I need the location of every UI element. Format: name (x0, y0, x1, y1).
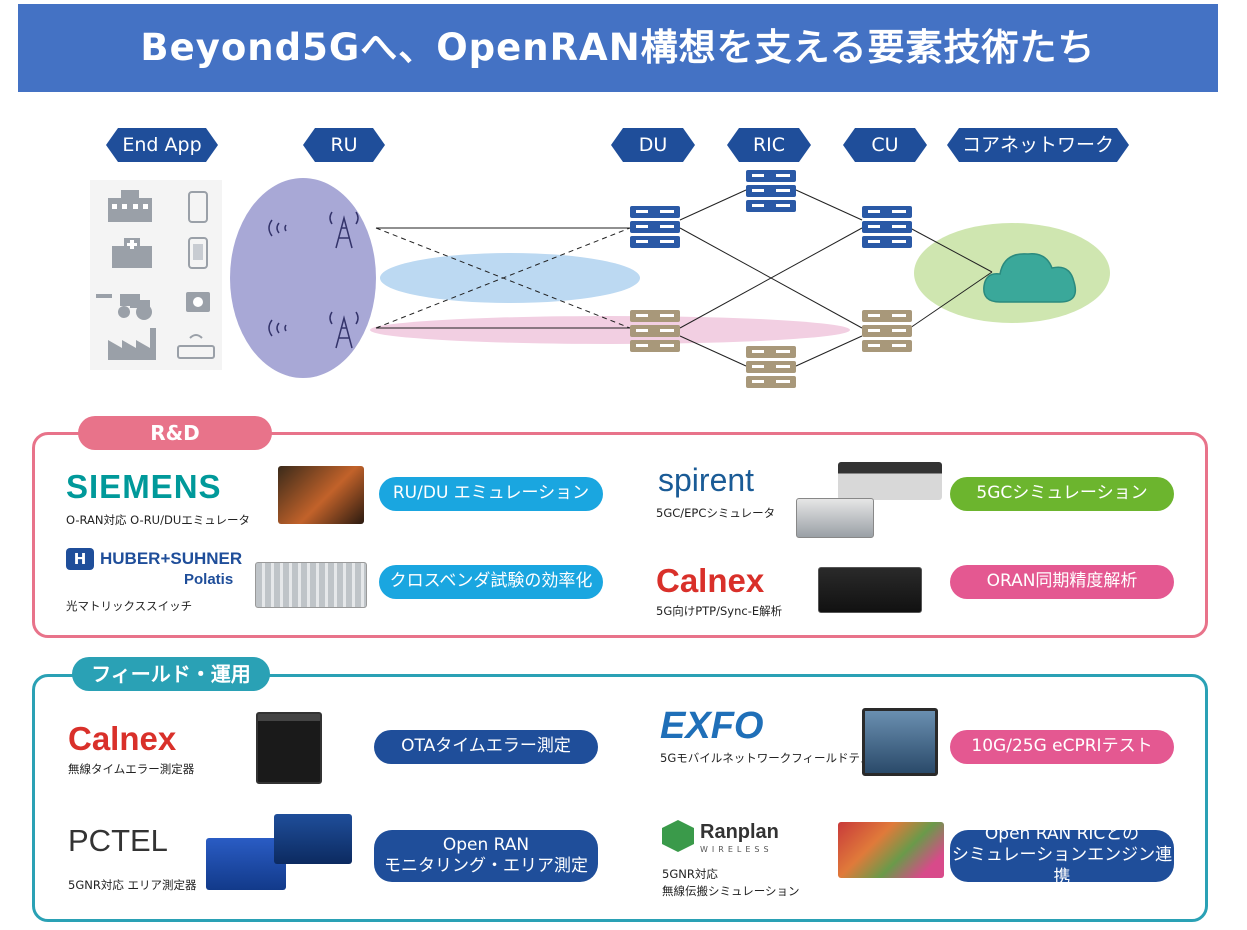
pill-ric-simulation: Open RAN RICとの シミュレーションエンジン連携 (950, 824, 1174, 887)
siemens-logo: SIEMENS (66, 468, 222, 505)
pill-line-2: シミュレーションエンジン連携 (951, 845, 1173, 887)
calnex-logo: Calnex (68, 720, 177, 757)
rd-panel (32, 432, 1208, 638)
server-icon (862, 310, 912, 352)
network-diagram (90, 170, 1110, 388)
huber-suhner-icon: H (66, 548, 94, 570)
field-tag: フィールド・運用 (72, 657, 270, 691)
antenna-icon (329, 211, 359, 249)
header-ric: RIC (727, 128, 811, 162)
smartphone-icon (188, 191, 208, 223)
pill-ru-du-emulation: RU/DU エミュレーション (379, 477, 603, 511)
title-bar: Beyond5Gへ、OpenRAN構想を支える要素技術たち (18, 4, 1218, 92)
rd-tag: R&D (78, 416, 272, 450)
pill-line-2: モニタリング・エリア測定 (384, 856, 588, 876)
siemens-caption: O-RAN対応 O-RU/DUエミュレータ (66, 513, 251, 527)
server-icon (862, 206, 912, 248)
pill-5gc-simulation: 5GCシミュレーション (950, 477, 1174, 511)
camera-icon (186, 292, 210, 312)
exfo-tester-image (862, 708, 938, 776)
optical-switch-image (255, 562, 367, 608)
ru-area (230, 178, 376, 378)
pill-line-1: Open RAN (442, 834, 530, 855)
server-icon (630, 310, 680, 352)
calnex-caption: 5G向けPTP/Sync-E解析 (656, 604, 783, 618)
spirent-device-image (838, 462, 942, 500)
router-icon (177, 334, 215, 359)
exfo-caption: 5Gモバイルネットワークフィールドテスタ (660, 751, 883, 765)
pill-line-1: Open RAN RICとの (984, 824, 1140, 845)
cloud-icon (983, 253, 1077, 303)
header-end-app: End App (106, 128, 218, 162)
pctel-scanner-image (206, 838, 286, 890)
header-du: DU (611, 128, 695, 162)
smartphone-icon (188, 237, 208, 269)
ranplan-logo: Ranplan (700, 821, 779, 843)
spirent-logo: spirent (658, 462, 755, 498)
header-cu: CU (843, 128, 927, 162)
pill-cross-vendor: クロスベンダ試験の効率化 (379, 565, 603, 599)
hospital-icon (112, 238, 152, 268)
pctel-scanner-image-2 (274, 814, 352, 864)
ranplan-simulation-image (838, 822, 944, 878)
polatis-logo: Polatis (184, 571, 234, 588)
pill-ecpri-test: 10G/25G eCPRIテスト (950, 730, 1174, 764)
ranplan-caption-2: 無線伝搬シミュレーション (662, 884, 800, 898)
server-icon (630, 206, 680, 248)
exfo-logo: EXFO (660, 705, 764, 747)
field-panel (32, 674, 1208, 922)
antenna-icon (329, 311, 359, 349)
server-icon (746, 170, 796, 212)
siemens-device-image (278, 466, 364, 524)
drone-tractor-icon (96, 294, 152, 320)
server-icon (746, 346, 796, 388)
factory-icon (108, 328, 156, 360)
ranplan-caption-1: 5GNR対応 (662, 867, 718, 881)
pill-open-ran-monitoring: Open RAN モニタリング・エリア測定 (374, 830, 598, 882)
hospital-icon (108, 190, 152, 222)
spirent-chassis-image (796, 498, 874, 538)
page-title: Beyond5Gへ、OpenRAN構想を支える要素技術たち (140, 26, 1096, 69)
huber-suhner-logo: HUBER+SUHNER (100, 549, 243, 568)
ota-device-image (256, 712, 322, 784)
header-core-network: コアネットワーク (947, 128, 1129, 162)
spirent-caption: 5GC/EPCシミュレータ (656, 506, 776, 520)
pill-ota-time-error: OTAタイムエラー測定 (374, 730, 598, 764)
calnex-field-caption: 無線タイムエラー測定器 (68, 762, 195, 776)
ranplan-sub: WIRELESS (700, 845, 773, 854)
calnex-logo: Calnex (656, 562, 765, 599)
pctel-logo: PCTEL (68, 823, 168, 858)
pill-oran-sync: ORAN同期精度解析 (950, 565, 1174, 599)
calnex-analyzer-image (818, 567, 922, 613)
header-ru: RU (303, 128, 385, 162)
pctel-caption: 5GNR対応 エリア測定器 (68, 878, 197, 892)
huber-suhner-caption: 光マトリックススイッチ (66, 599, 193, 613)
